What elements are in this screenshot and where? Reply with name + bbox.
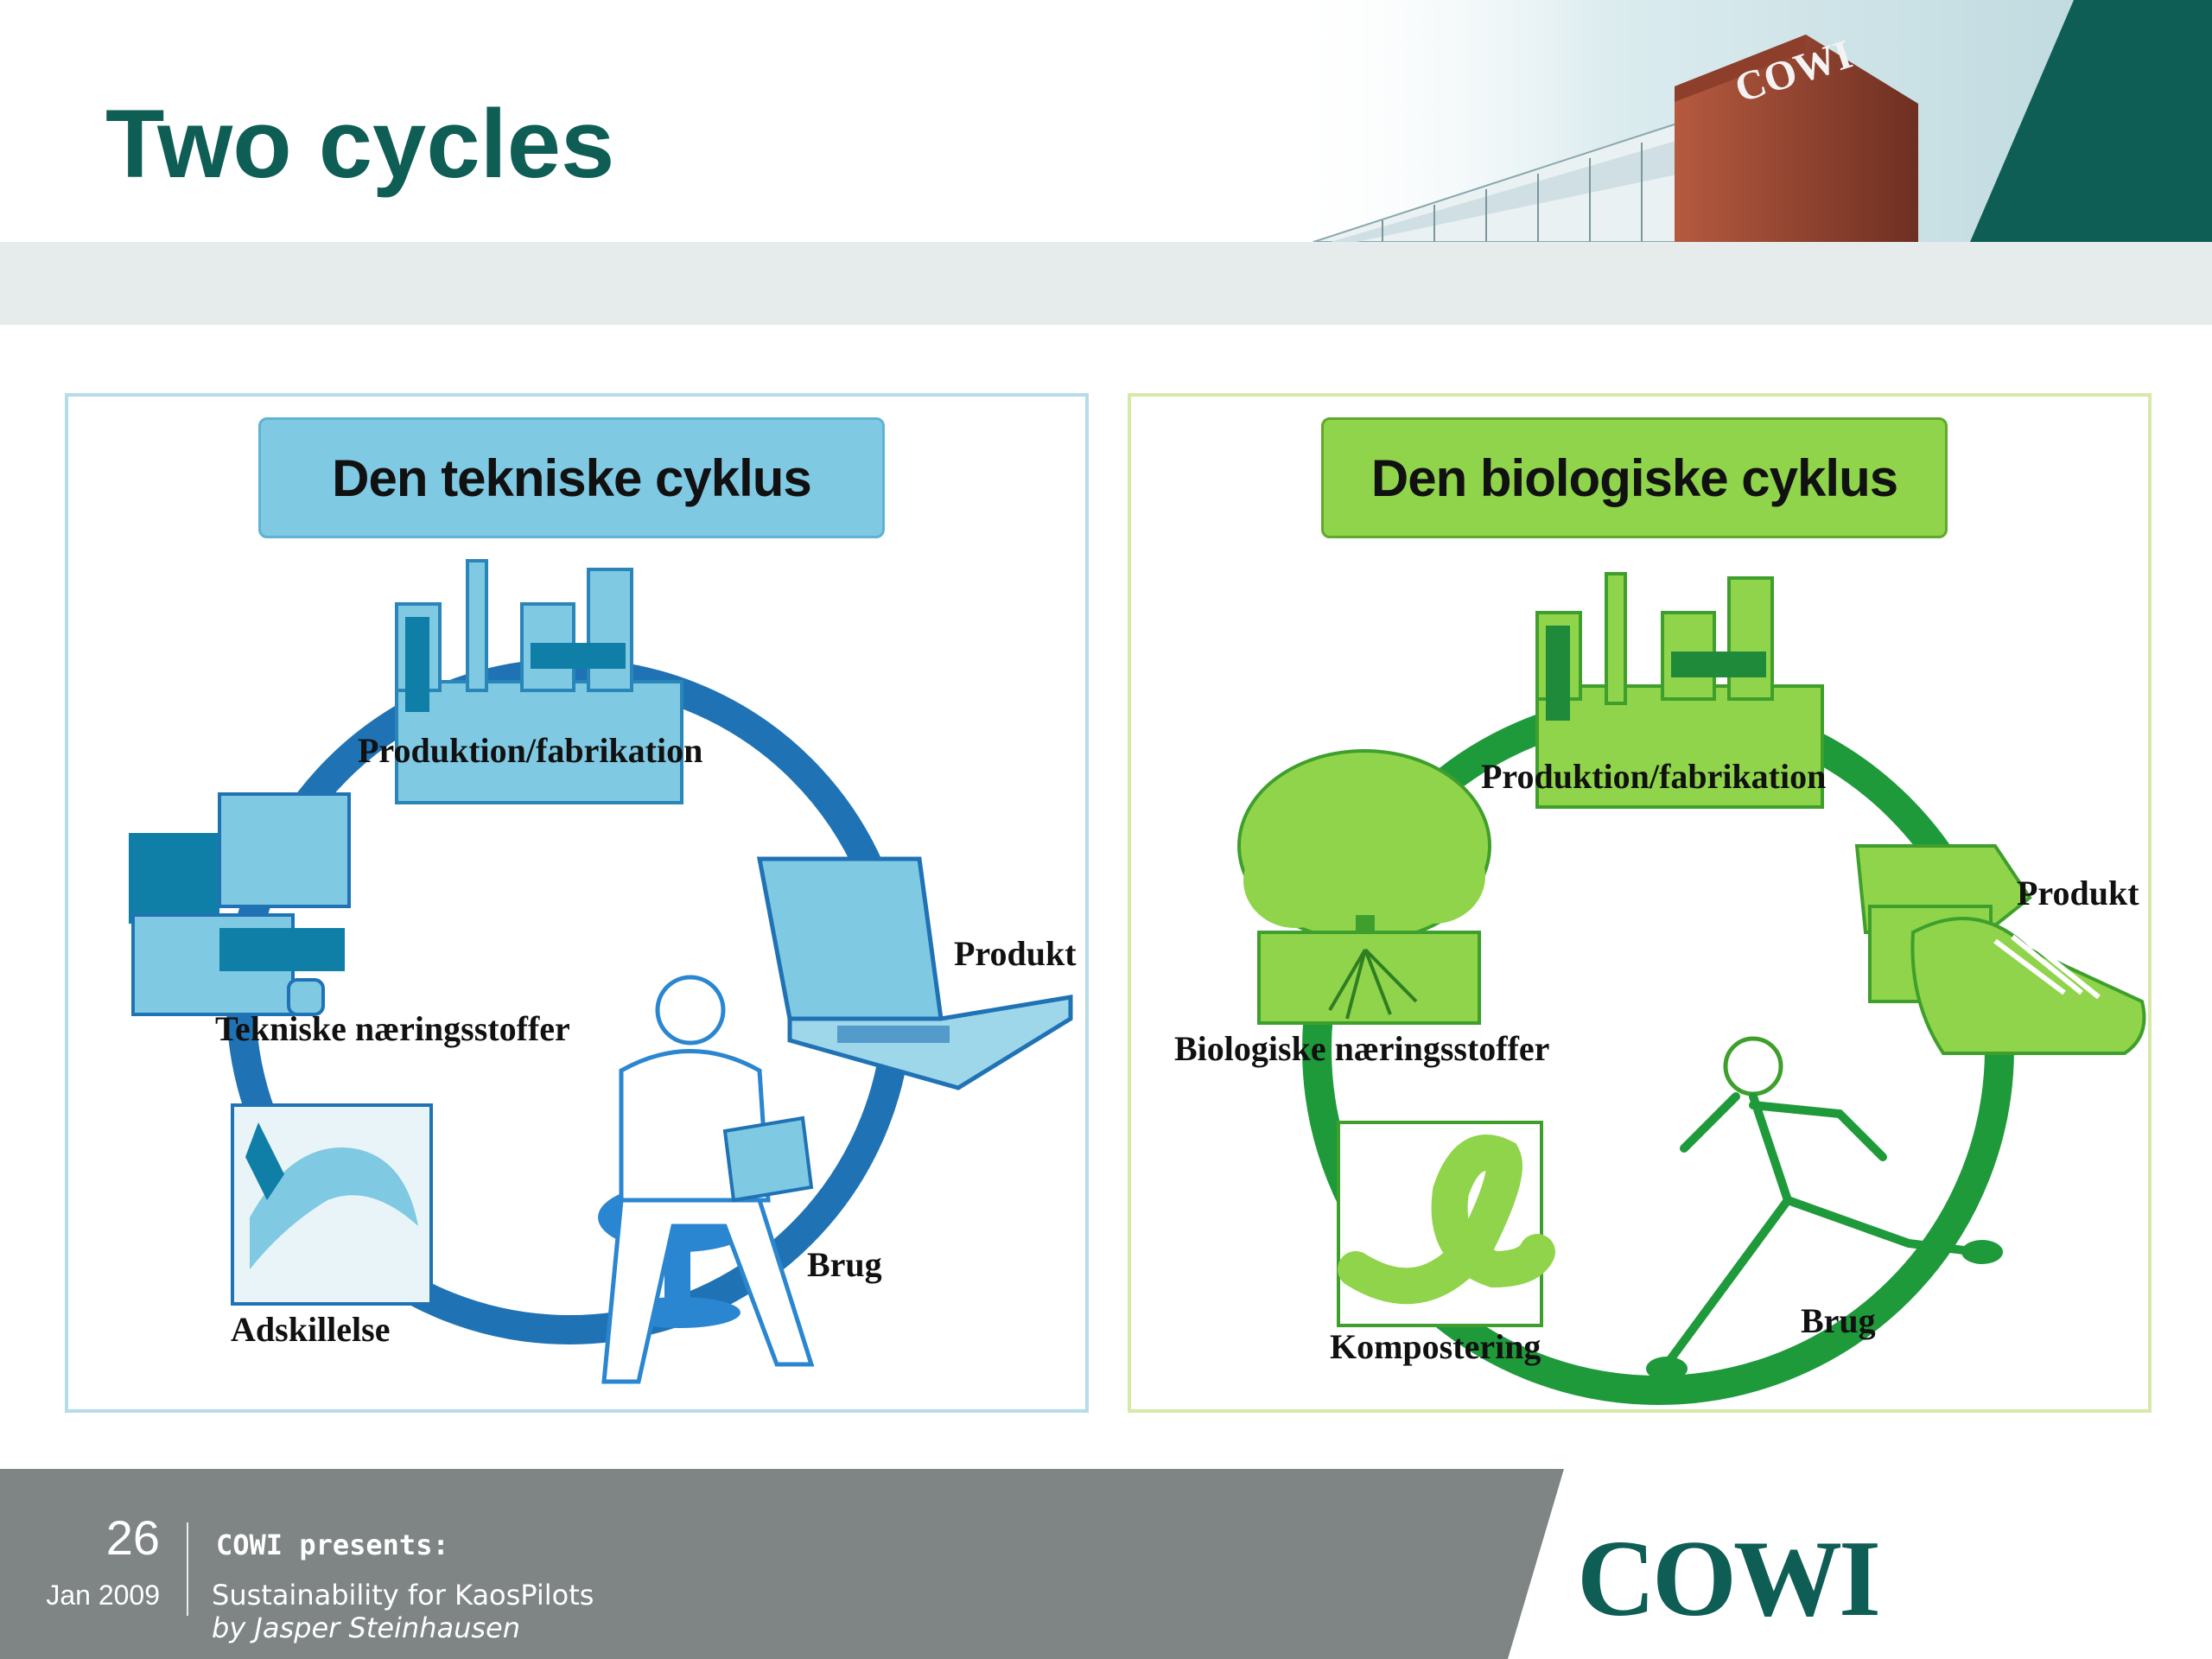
footer-presenter: COWI presents: — [216, 1529, 449, 1561]
technical-label-use: Brug — [807, 1245, 882, 1284]
separation-hands-icon — [231, 1103, 433, 1306]
technical-nutrients-icon — [129, 792, 351, 1016]
footer: 26 Jan 2009 COWI presents: Sustainabilit… — [0, 1469, 2212, 1659]
tree-icon — [1237, 749, 1491, 1025]
footer-divider — [187, 1522, 188, 1616]
technical-cycle-diagram — [129, 559, 1073, 1384]
biological-label-production: Produktion/fabrikation — [1481, 757, 1827, 796]
footer-date: Jan 2009 — [46, 1580, 160, 1611]
footer-author: by Jasper Steinhausen — [212, 1611, 520, 1644]
page-number: 26 — [105, 1510, 160, 1565]
technical-cycle-panel: Den tekniske cyklus Produktion/fabrikati… — [65, 393, 1089, 1413]
cowi-logo: COWI — [1577, 1519, 1881, 1639]
technical-cycle-title: Den tekniske cyklus — [258, 417, 885, 538]
biological-label-composting: Kompostering — [1330, 1327, 1541, 1366]
technical-label-production: Produktion/fabrikation — [358, 731, 703, 770]
worm-composting-icon — [1337, 1121, 1555, 1327]
biological-label-product: Produkt — [2017, 874, 2139, 912]
box-and-shoe-icon — [1854, 844, 2146, 1055]
header-band — [0, 242, 2212, 325]
technical-label-separation: Adskillelse — [231, 1310, 391, 1349]
biological-cycle-diagram — [1237, 572, 2146, 1405]
person-with-laptop-icon — [598, 975, 815, 1384]
footer-background — [0, 1469, 1564, 1659]
technical-label-product: Produkt — [954, 934, 1077, 973]
factory-icon — [395, 559, 683, 804]
biological-cycle-title: Den biologiske cyklus — [1321, 417, 1948, 538]
header-building-photo: COWI — [1279, 0, 2212, 242]
slide-title: Two cycles — [105, 90, 615, 198]
laptop-icon — [756, 856, 1073, 1090]
biological-cycle-panel: Den biologiske cyklus Produktion/fabrika… — [1128, 393, 2152, 1413]
factory-icon — [1535, 572, 1824, 809]
footer-subject: Sustainability for KaosPilots — [212, 1579, 594, 1611]
runner-icon — [1646, 1036, 2003, 1381]
technical-label-nutrients: Tekniske næringsstoffer — [215, 1009, 570, 1048]
biological-label-use: Brug — [1801, 1301, 1876, 1340]
biological-label-nutrients: Biologiske næringsstoffer — [1174, 1029, 1550, 1068]
